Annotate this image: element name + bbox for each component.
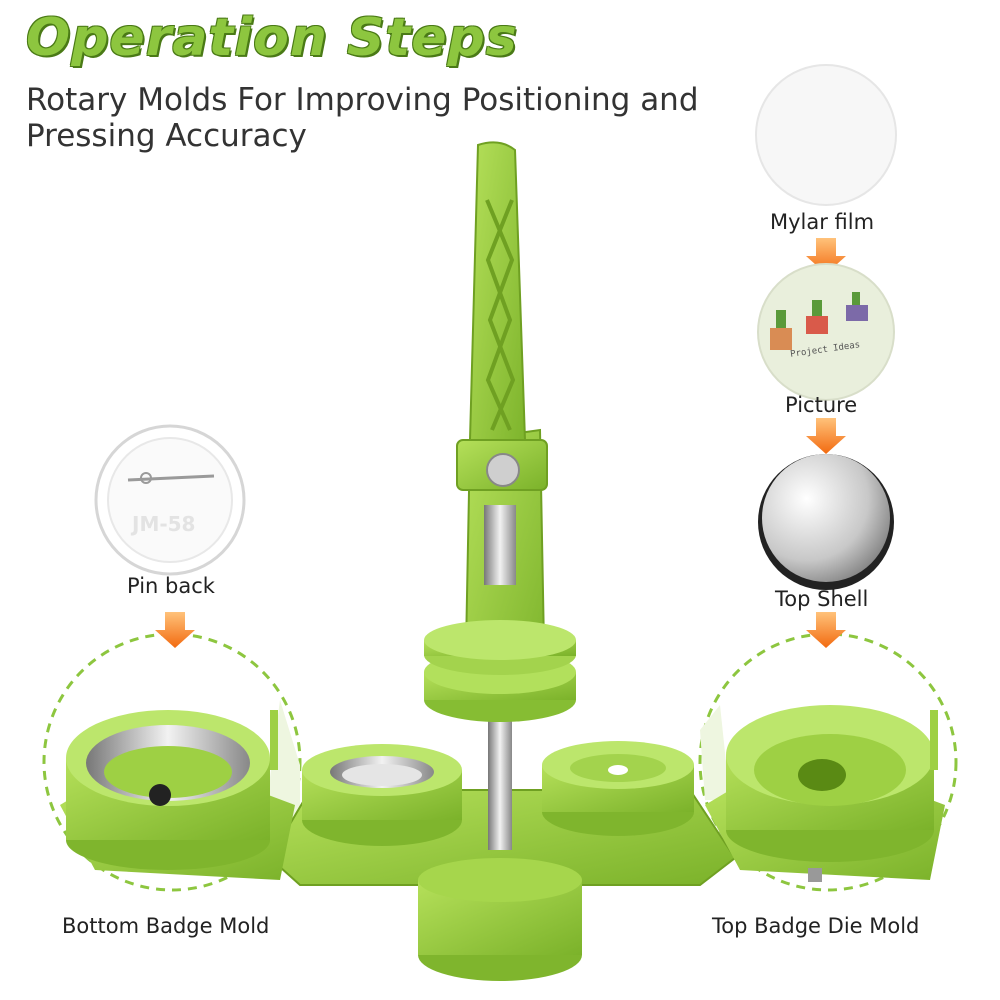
top-mold-zoom-circle — [698, 632, 958, 892]
arrow-down-icon — [806, 612, 846, 648]
mylar-film-image — [755, 64, 897, 206]
page-title: Operation Steps — [26, 8, 518, 68]
picture-image — [757, 263, 895, 401]
arrow-down-icon — [155, 612, 195, 648]
top-badge-die-mold-label: Top Badge Die Mold — [712, 914, 920, 938]
pin-back-label: Pin back — [127, 574, 215, 598]
badge-press-machine — [268, 141, 737, 981]
pin-back-stamp: JM-58 — [132, 512, 196, 536]
top-badge-die-mold-detail — [705, 705, 945, 882]
page-subtitle: Rotary Molds For Improving Positioning a… — [26, 82, 699, 154]
top-shell-label: Top Shell — [775, 587, 869, 611]
arrow-down-icon — [806, 418, 846, 454]
top-shell-image — [758, 454, 894, 590]
bottom-badge-mold-label: Bottom Badge Mold — [62, 914, 270, 938]
picture-label: Picture — [785, 393, 858, 417]
bottom-badge-mold-detail — [60, 710, 295, 880]
pin-back-image — [94, 424, 246, 576]
mylar-film-label: Mylar film — [770, 210, 875, 234]
